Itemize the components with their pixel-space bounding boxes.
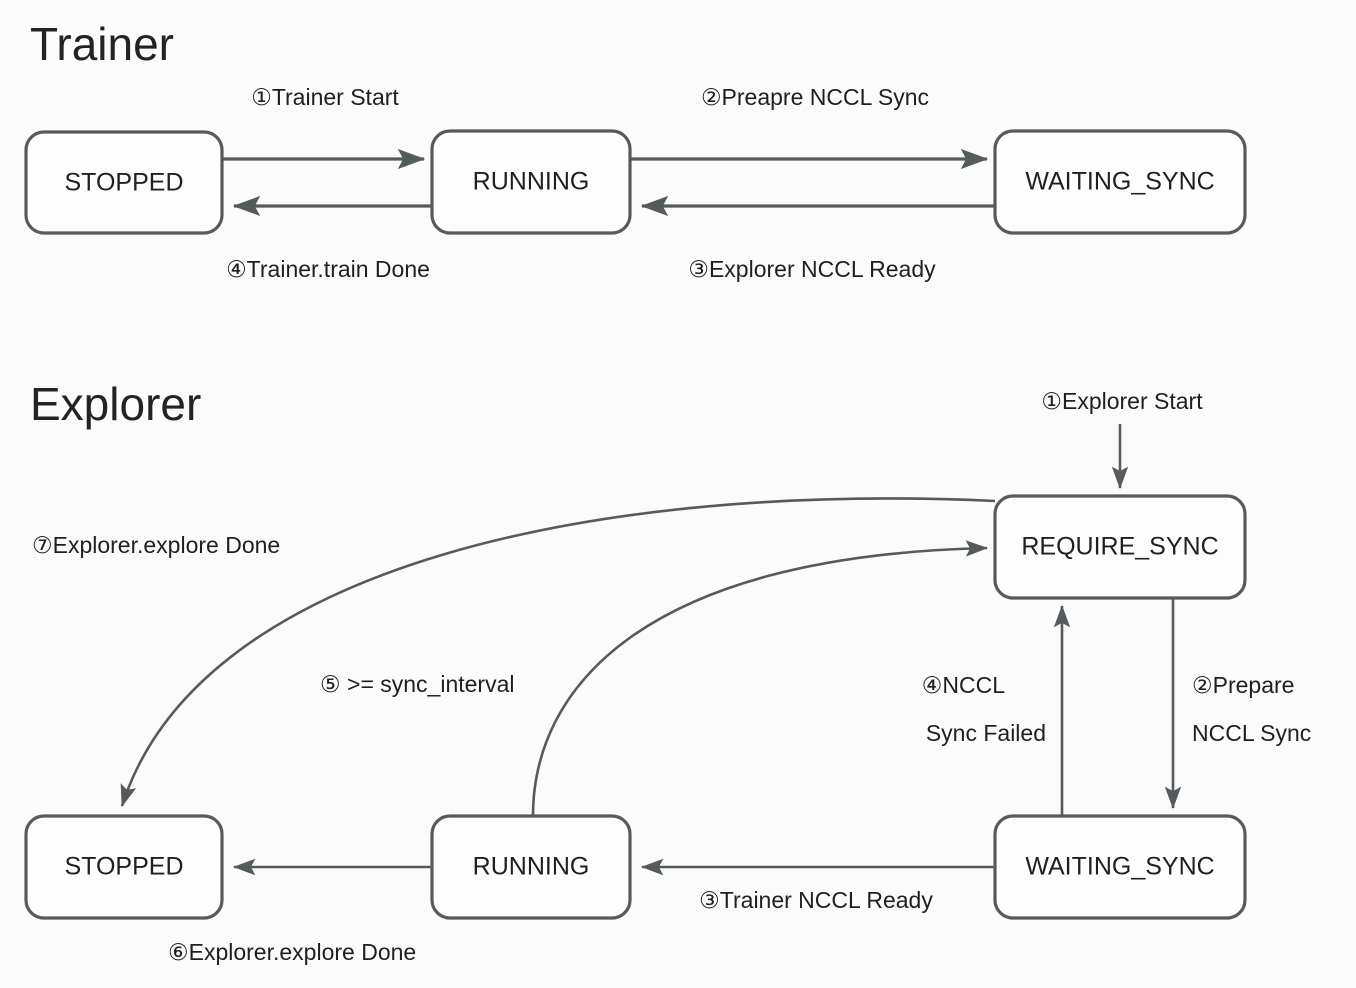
- edge-label-prepare: ②Prepare: [1192, 672, 1294, 698]
- edge-explorer-require-sync-to-stopped: [120, 497, 996, 807]
- state-label: RUNNING: [473, 853, 590, 881]
- state-box: [993, 129, 1247, 235]
- state-box: [430, 129, 632, 235]
- state-node-explorer-running[interactable]: RUNNING: [430, 814, 632, 920]
- state-node-trainer-running[interactable]: RUNNING: [430, 129, 632, 235]
- state-node-trainer-waiting-sync[interactable]: WAITING_SYNC: [993, 129, 1247, 235]
- state-label: WAITING_SYNC: [1025, 853, 1214, 881]
- edge-label-nccl: ④NCCL: [922, 672, 1005, 698]
- edge-label-explorer-explore-done-7: ⑦Explorer.explore Done: [32, 532, 280, 558]
- edge-label-explorer-start: ①Explorer Start: [1041, 388, 1203, 414]
- state-node-explorer-stopped[interactable]: STOPPED: [24, 814, 224, 920]
- state-label: WAITING_SYNC: [1025, 168, 1214, 196]
- state-node-trainer-stopped[interactable]: STOPPED: [24, 130, 224, 235]
- state-label: STOPPED: [64, 169, 183, 197]
- edge-label-trainer-nccl-ready: ③Trainer NCCL Ready: [699, 887, 933, 913]
- state-label: RUNNING: [473, 168, 590, 196]
- state-box: [24, 814, 224, 920]
- edge-label-sync-interval: ⑤ >= sync_interval: [320, 671, 515, 697]
- edge-explorer-running-to-require-sync: [531, 540, 989, 817]
- edge-label-trainer-train-done: ④Trainer.train Done: [226, 256, 430, 282]
- state-label: STOPPED: [64, 853, 183, 881]
- state-box: [24, 130, 224, 235]
- state-label: REQUIRE_SYNC: [1021, 533, 1218, 561]
- edge-label-explorer-explore-done-6: ⑥Explorer.explore Done: [168, 939, 416, 965]
- edge-label-prepare-nccl-sync-line2: NCCL Sync: [1192, 720, 1311, 746]
- edge-label-sync-failed: Sync Failed: [926, 720, 1046, 746]
- edge-label-prepare-nccl-sync: ②Preapre NCCL Sync: [701, 84, 929, 110]
- edge-label-trainer-start: ①Trainer Start: [251, 84, 399, 110]
- state-node-explorer-require-sync[interactable]: REQUIRE_SYNC: [993, 494, 1247, 600]
- state-node-explorer-waiting-sync[interactable]: WAITING_SYNC: [993, 814, 1247, 920]
- state-box: [993, 494, 1247, 600]
- section-title-explorer: Explorer: [30, 378, 201, 430]
- edge-label-explorer-nccl-ready: ③Explorer NCCL Ready: [688, 256, 936, 282]
- section-title-trainer: Trainer: [30, 18, 174, 70]
